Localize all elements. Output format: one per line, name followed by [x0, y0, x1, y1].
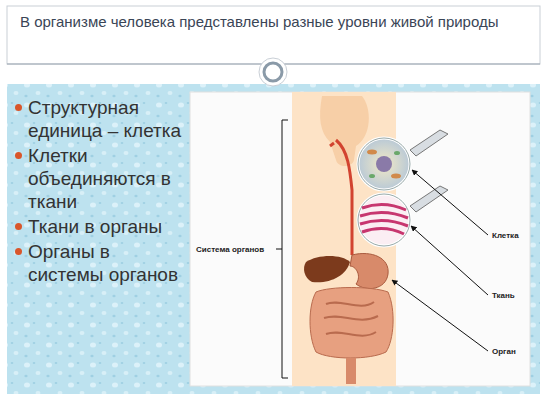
ornament [259, 58, 287, 86]
bullet-item: Ткани в органы [14, 215, 184, 238]
bracket [276, 120, 288, 378]
esophagus [330, 140, 352, 255]
leader-line [412, 170, 488, 235]
part-label: Орган [492, 347, 516, 357]
bullet-list: Структурная единица – клеткаКлетки объед… [14, 96, 184, 288]
bullet-item: Органы в системы органов [14, 240, 184, 286]
leader-line [411, 226, 488, 295]
cell-picture [358, 130, 448, 190]
bullet-item: Клетки объединяются в ткани [14, 144, 184, 213]
picture-panel [190, 92, 530, 386]
tissue-picture [358, 186, 448, 246]
drops-ground [7, 84, 540, 394]
part-label: Ткань [492, 291, 515, 301]
title-panel [7, 6, 540, 64]
bullet-item: Структурная единица – клетка [14, 96, 184, 142]
ornament [264, 63, 282, 81]
slide-title: В организме человека представлены разные… [20, 12, 525, 31]
part-label: Клетка [492, 231, 519, 241]
digestive-organs [304, 254, 393, 384]
part-label: Система органов [196, 245, 264, 255]
leader-line [392, 280, 488, 351]
